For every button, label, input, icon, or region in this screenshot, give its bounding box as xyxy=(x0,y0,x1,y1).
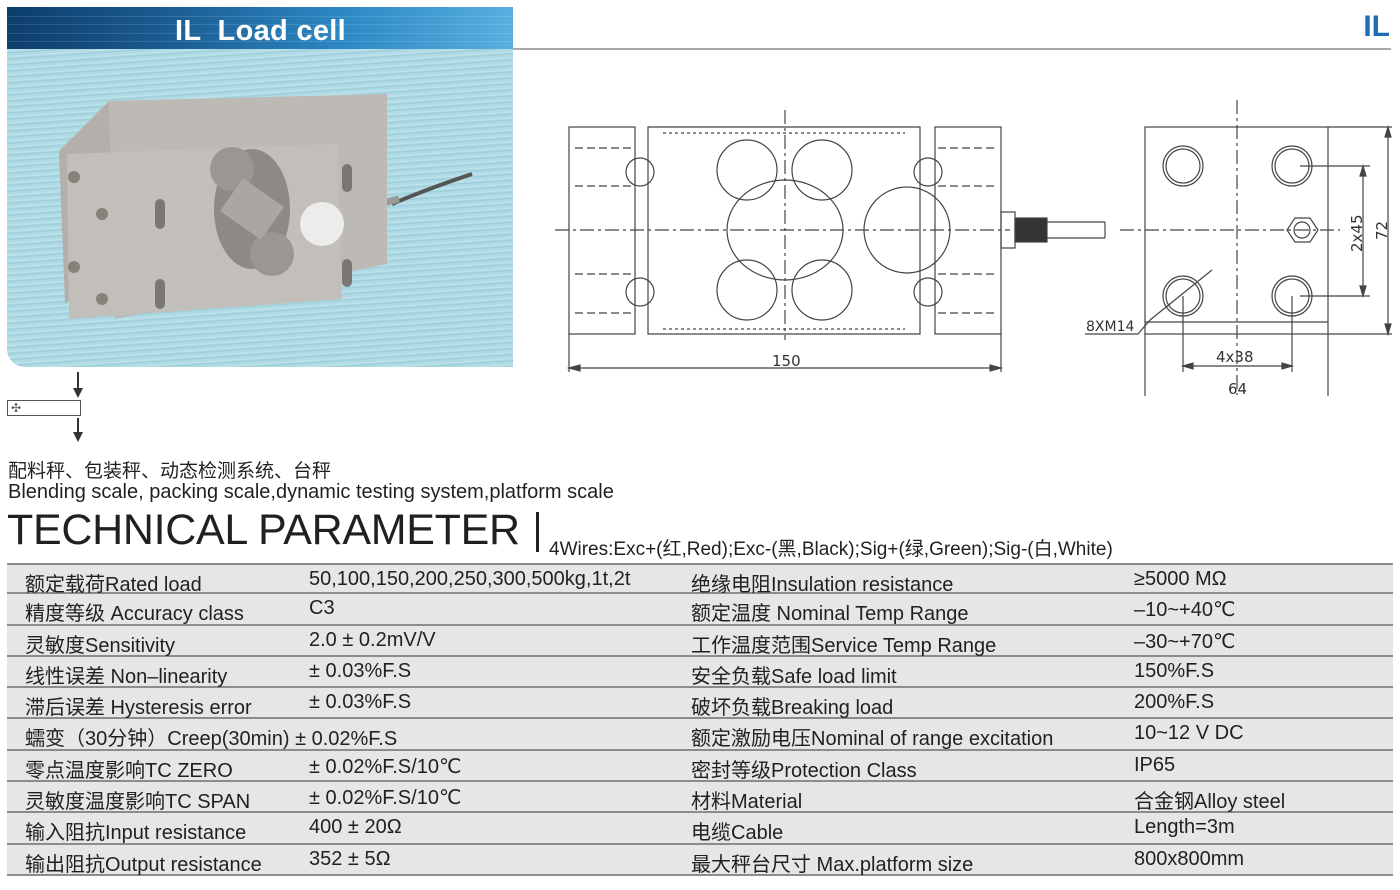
param-label: 额定载荷Rated load xyxy=(25,574,202,596)
param-value: 合金钢Alloy steel xyxy=(1134,791,1286,814)
header-divider xyxy=(513,48,1391,50)
table-row: 输入阻抗Input resistance 400 ± 20Ω 电缆Cable Leng… xyxy=(7,813,1393,845)
table-row: 输出阻抗Output resistance 352 ± 5Ω 最大秤台尺寸 Max.… xyxy=(7,844,1393,876)
param-label: 输入阻抗Input resistance xyxy=(25,822,247,845)
model-code: IL xyxy=(1363,10,1390,43)
parameter-table: 额定载荷Rated load 50,100,150,200,250,300,500… xyxy=(7,563,1393,876)
height-label: 72 xyxy=(1373,221,1391,240)
param-label: 安全负载Safe load limit xyxy=(691,665,897,688)
param-label: 线性误差 Non–linearity xyxy=(25,665,228,688)
table-row: 滞后误差 Hysteresis error ± 0.03%F.S 破坏负载Break… xyxy=(7,688,1393,720)
quatrefoil-icon: ✣ xyxy=(11,401,22,415)
param-label: 工作温度范围Service Temp Range xyxy=(691,634,997,657)
hole-spacing-y-label: 2x45 xyxy=(1348,214,1366,252)
front-view-drawing xyxy=(555,110,1106,372)
title-separator xyxy=(536,512,539,552)
param-value: 400 ± 20Ω xyxy=(309,816,402,839)
param-label: 精度等级 Accuracy class xyxy=(25,603,244,626)
param-label: 灵敏度Sensitivity xyxy=(25,634,176,657)
table-row: 零点温度影响TC ZERO ± 0.02%F.S/10℃ 密封等级Protectio… xyxy=(7,750,1393,783)
param-value: 2.0 ± 0.2mV/V xyxy=(309,628,436,651)
table-row: 线性误差 Non–linearity ± 0.03%F.S 安全负载Safe loa… xyxy=(7,656,1393,689)
param-value: C3 xyxy=(309,597,335,620)
page-title: IL Load cell xyxy=(175,15,346,47)
param-value: 50,100,150,200,250,300,500kg,1t,2t xyxy=(309,568,631,590)
param-value: ± 0.03%F.S xyxy=(309,691,412,714)
param-label: 额定温度 Nominal Temp Range xyxy=(691,603,969,626)
param-value: 150%F.S xyxy=(1134,659,1215,682)
dim-length-label: 150 xyxy=(772,352,801,370)
param-value: ± 0.03%F.S xyxy=(309,659,412,682)
param-value: 200%F.S xyxy=(1134,691,1215,714)
param-value: ± 0.02%F.S/10℃ xyxy=(309,787,462,810)
param-value: –30~+70℃ xyxy=(1134,630,1236,653)
wiring-info: 4Wires:Exc+(红,Red);Exc-(黑,Black);Sig+(绿,… xyxy=(549,539,1113,560)
table-row: 灵敏度Sensitivity 2.0 ± 0.2mV/V 工作温度范围Service… xyxy=(7,625,1393,657)
section-title: TECHNICAL PARAMETER xyxy=(7,506,520,554)
param-label: 最大秤台尺寸 Max.platform size xyxy=(691,853,974,876)
param-label: 电缆Cable xyxy=(691,822,784,845)
width-label: 64 xyxy=(1228,380,1247,398)
arrow-head-icon xyxy=(73,388,83,398)
product-photo xyxy=(7,49,513,367)
param-label: 破坏负载Breaking load xyxy=(691,697,894,720)
param-label: 密封等级Protection Class xyxy=(691,759,917,782)
param-value: Length=3m xyxy=(1134,816,1235,839)
param-value: 10~12 V DC xyxy=(1134,722,1244,745)
param-label: 绝缘电阻Insulation resistance xyxy=(691,574,954,596)
param-value: 800x800mm xyxy=(1134,847,1245,870)
table-row: 蠕变（30分钟）Creep(30min) ± 0.02%F.S 额定激励电压Nom… xyxy=(7,719,1393,751)
thread-spec-label: 8XM14 xyxy=(1086,319,1134,335)
param-label: 输出阻抗Output resistance xyxy=(25,853,262,876)
load-cell-illustration xyxy=(59,94,473,319)
param-value: IP65 xyxy=(1134,753,1176,776)
side-view-drawing xyxy=(1085,100,1392,396)
load-arrow-bottom xyxy=(77,418,79,434)
param-value: 352 ± 5Ω xyxy=(309,847,391,870)
param-value: ≥5000 MΩ xyxy=(1134,568,1227,590)
table-row: 灵敏度温度影响TC SPAN ± 0.02%F.S/10℃ 材料Material 合金… xyxy=(7,782,1393,814)
param-label: 滞后误差 Hysteresis error xyxy=(25,697,252,720)
param-label: 灵敏度温度影响TC SPAN xyxy=(25,791,251,814)
hole-spacing-x-label: 4x38 xyxy=(1216,348,1254,366)
param-label: 蠕变（30分钟）Creep(30min) ± 0.02%F.S xyxy=(25,728,398,751)
title-banner: IL Load cell xyxy=(7,7,513,49)
param-value: –10~+40℃ xyxy=(1134,599,1236,622)
param-label: 零点温度影响TC ZERO xyxy=(25,759,233,782)
table-row: 精度等级 Accuracy class C3 额定温度 Nominal Temp R… xyxy=(7,594,1393,626)
load-arrow-top xyxy=(77,372,79,390)
technical-drawings: 150 8XM14 4x38 64 2x45 72 xyxy=(555,100,1392,398)
param-value: ± 0.02%F.S/10℃ xyxy=(309,755,462,778)
arrow-head-icon xyxy=(73,432,83,442)
table-row: 额定载荷Rated load 50,100,150,200,250,300,500… xyxy=(7,563,1393,596)
applications-cn: 配料秤、包装秤、动态检测系统、台秤 xyxy=(8,461,332,482)
param-label: 额定激励电压Nominal of range excitation xyxy=(691,728,1054,751)
installation-symbol-box: ✣ xyxy=(7,400,81,416)
applications-en: Blending scale, packing scale,dynamic te… xyxy=(8,481,614,503)
param-label: 材料Material xyxy=(691,791,803,814)
